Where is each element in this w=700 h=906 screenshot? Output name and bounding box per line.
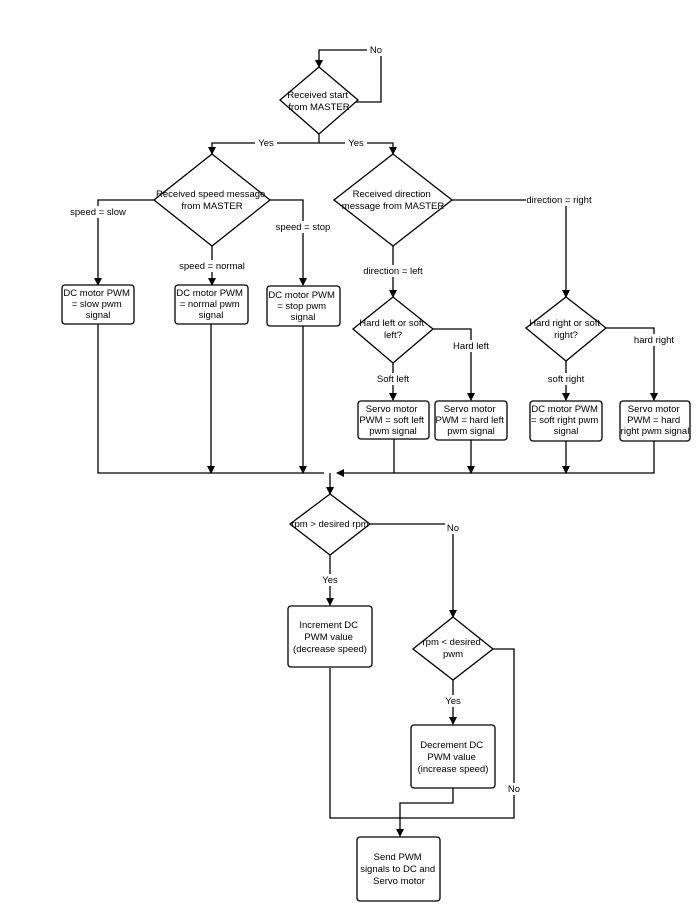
label-speed-stop: speed = stop	[276, 222, 331, 233]
normal-text: DC motor PWM = normal pwm signal	[176, 288, 245, 321]
left-question-diamond	[351, 296, 435, 364]
node-stop: DC motor PWM = stop pwm signal	[266, 285, 341, 327]
increment-text: Increment DC PWM value (decrease speed)	[293, 620, 367, 655]
right-question-text: Hard right or soft right?	[529, 318, 602, 341]
left-question-text: Hard left or soft left?	[359, 318, 427, 341]
start-text: Received start from MASTER	[287, 90, 350, 113]
direction-diamond	[332, 153, 454, 247]
label-hard-right: hard right	[634, 335, 674, 346]
right-question-diamond	[524, 296, 608, 362]
speed-text: Received speed message from MASTER	[156, 189, 268, 212]
hard-left-text: Servo motor PWM = hard left pwm signal	[435, 404, 506, 437]
increment-box	[287, 605, 373, 668]
soft-right-text: DC motor PWM = soft right pwm signal	[531, 404, 601, 437]
rpm-greater-text: rpm > desired rpm	[291, 519, 368, 530]
label-yes-rpm: Yes	[322, 575, 338, 586]
label-no-rpm: No	[447, 523, 459, 534]
label-dir-left: direction = left	[363, 266, 423, 277]
edge-hard-right	[606, 327, 658, 401]
hard-right-text: Servo motor PWM = hard right pwm signal	[621, 404, 690, 437]
speed-diamond	[152, 153, 272, 247]
node-send: Send PWM signals to DC and Servo motor	[356, 836, 441, 902]
edge-speed-slow	[94, 199, 154, 286]
rpm-less-diamond	[411, 616, 495, 681]
node-soft-left: Servo motor PWM = soft left pwm signal	[357, 400, 430, 440]
send-box	[356, 836, 441, 902]
slow-box	[61, 284, 135, 325]
label-dir-right: direction = right	[526, 195, 592, 206]
soft-right-box	[529, 400, 603, 442]
edge-softleft-down	[336, 439, 395, 477]
soft-left-box	[357, 400, 430, 440]
node-normal: DC motor PWM = normal pwm signal	[174, 284, 249, 325]
label-no-top: No	[370, 45, 382, 56]
node-speed: Received speed message from MASTER	[152, 153, 272, 247]
slow-text: DC motor PWM = slow pwm signal	[63, 288, 132, 321]
node-hard-left: Servo motor PWM = hard left pwm signal	[434, 400, 508, 441]
edge-yes-right	[319, 142, 397, 155]
edge-speed-stop	[270, 199, 307, 286]
edge-dir-right	[452, 199, 570, 298]
node-increment: Increment DC PWM value (decrease speed)	[287, 605, 373, 668]
normal-box	[174, 284, 249, 325]
edge-decrement-down	[399, 788, 454, 818]
label-soft-right: soft right	[548, 374, 585, 385]
direction-text: Received direction message from MASTER	[342, 189, 445, 212]
node-direction: Received direction message from MASTER	[332, 153, 454, 247]
start-diamond	[279, 66, 359, 135]
node-rpm-greater: rpm > desired rpm	[288, 493, 372, 556]
label-no-rpm2: No	[508, 784, 520, 795]
node-decrement: Decrement DC PWM value (increase speed)	[410, 724, 496, 789]
label-speed-normal: speed = normal	[179, 261, 245, 272]
label-hard-left: Hard left	[453, 341, 489, 352]
merge-line	[97, 324, 324, 474]
connectors	[94, 49, 658, 837]
label-yes-right: Yes	[348, 138, 364, 149]
hard-left-box	[434, 400, 508, 441]
node-hard-right: Servo motor PWM = hard right pwm signal	[619, 400, 691, 442]
label-yes-left: Yes	[258, 138, 274, 149]
edge-rpm-gt-no	[370, 523, 457, 618]
label-speed-slow: speed = slow	[70, 207, 126, 218]
label-yes-rpm2: Yes	[445, 696, 461, 707]
edge-labels: No Yes Yes speed = slow speed = normal s…	[68, 44, 674, 795]
label-soft-left: Soft left	[377, 374, 410, 385]
node-rpm-less: rpm < desired pwm	[411, 616, 495, 681]
stop-box	[266, 285, 341, 327]
node-right-question: Hard right or soft right?	[524, 296, 608, 362]
decrement-text: Decrement DC PWM value (increase speed)	[418, 740, 489, 775]
rpm-greater-diamond	[288, 493, 372, 556]
edge-increment-down	[329, 668, 400, 819]
rpm-less-text: rpm < desired pwm	[423, 637, 484, 660]
node-left-question: Hard left or soft left?	[351, 296, 435, 364]
decrement-box	[410, 724, 496, 789]
edge-hard-left	[433, 328, 475, 401]
edge-hardright-down	[394, 441, 655, 474]
send-text: Send PWM signals to DC and Servo motor	[360, 852, 438, 887]
node-start: Received start from MASTER	[279, 66, 359, 135]
edge-yes-left	[208, 142, 319, 155]
hard-right-box	[619, 400, 691, 442]
stop-text: DC motor PWM = stop pwm signal	[268, 290, 337, 323]
soft-left-text: Servo motor PWM = soft left pwm signal	[359, 404, 426, 437]
node-soft-right: DC motor PWM = soft right pwm signal	[529, 400, 603, 442]
node-slow: DC motor PWM = slow pwm signal	[61, 284, 135, 325]
edge-rpm-lt-no	[396, 648, 515, 837]
